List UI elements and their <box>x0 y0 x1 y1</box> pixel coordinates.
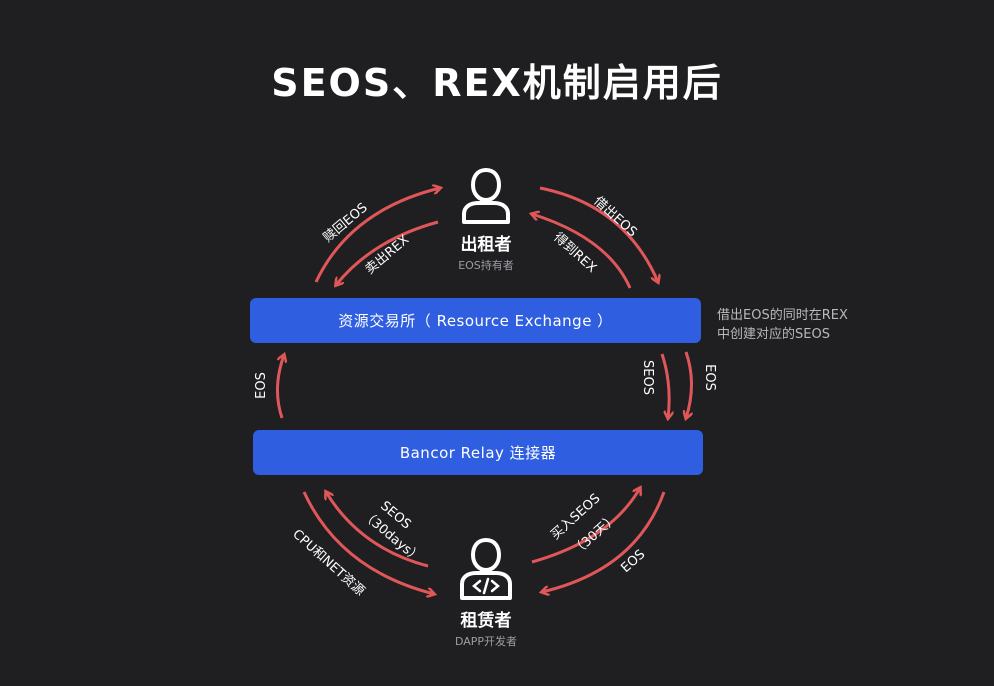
note-line-1: 借出EOS的同时在REX <box>717 308 848 323</box>
arrow-eos-bottom-right <box>542 491 666 592</box>
developer-code-icon <box>460 537 512 600</box>
arrow-buy-seos <box>531 488 640 564</box>
arrow-eos-left <box>275 355 284 419</box>
lender-name: 出租者 <box>460 235 512 255</box>
note-line-2: 中创建对应的SEOS <box>717 327 830 342</box>
label-seos-right: SEOS <box>639 360 655 395</box>
renter-node: 租赁者 DAPP开发者 <box>426 536 546 649</box>
resource-exchange-bar: 资源交易所（ Resource Exchange ） <box>250 298 701 343</box>
arrow-lend-eos <box>539 186 658 282</box>
person-icon <box>462 167 510 224</box>
bancor-relay-bar: Bancor Relay 连接器 <box>253 430 703 475</box>
lender-node: 出租者 EOS持有者 <box>426 164 546 273</box>
exchange-note: 借出EOS的同时在REX 中创建对应的SEOS <box>717 306 937 344</box>
arrow-seos-right <box>660 353 669 418</box>
arrow-eos-right <box>686 351 693 418</box>
arrow-seos-30days <box>326 492 429 568</box>
arrow-get-rex <box>532 214 632 289</box>
renter-subtitle: DAPP开发者 <box>454 635 518 648</box>
arrow-redeem-eos <box>314 188 440 283</box>
arrow-sell-rex <box>336 220 439 285</box>
lender-subtitle: EOS持有者 <box>458 259 514 272</box>
arrow-cpu-net <box>302 491 434 594</box>
label-eos-left: EOS <box>253 372 269 399</box>
label-eos-right: EOS <box>701 364 717 391</box>
renter-name: 租赁者 <box>460 611 512 631</box>
page-title: SEOS、REX机制启用后 <box>271 61 723 105</box>
